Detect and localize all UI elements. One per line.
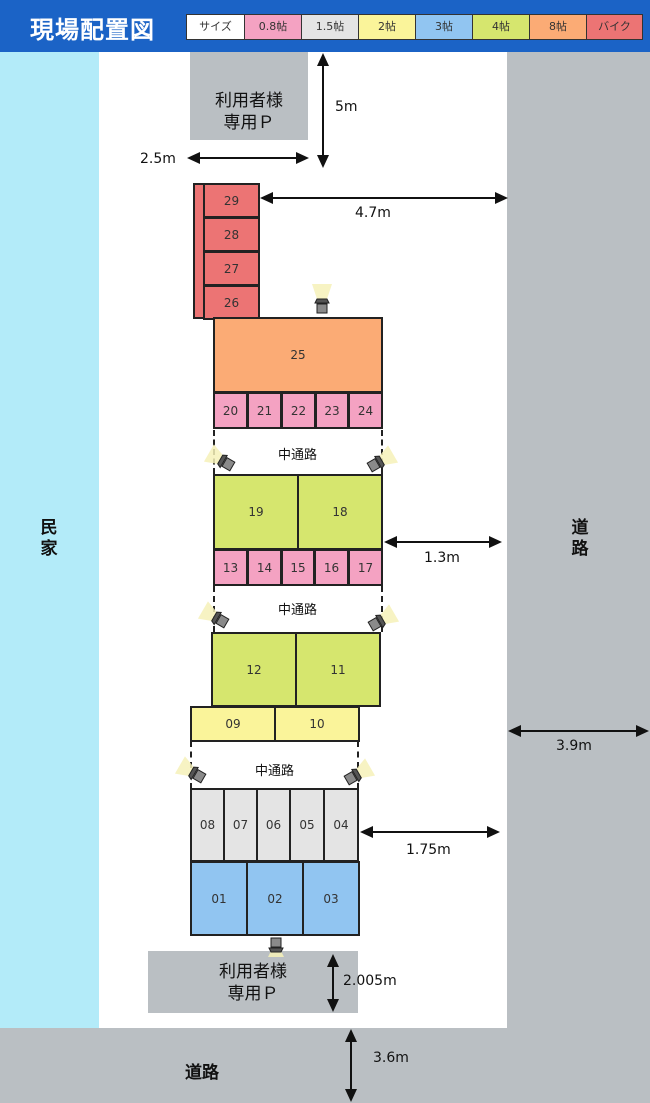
legend-item-1.5: 1.5帖 bbox=[302, 15, 359, 39]
parking-bottom-line2: 専用Ｐ bbox=[227, 984, 279, 1004]
storage-unit-20[interactable]: 20 bbox=[213, 392, 248, 429]
floodlight-icon bbox=[342, 758, 376, 788]
road-right-area: 道路 bbox=[507, 52, 650, 1028]
aisle-boundary-line bbox=[357, 741, 359, 789]
dimension-arrow-icon bbox=[360, 826, 500, 838]
dimension-arrow-icon bbox=[187, 152, 309, 164]
size-legend: サイズ 0.8帖 1.5帖 2帖 3帖 4帖 8帖 バイク bbox=[186, 14, 643, 40]
legend-item-3: 3帖 bbox=[416, 15, 473, 39]
aisle-boundary-line bbox=[381, 430, 383, 474]
storage-unit-13[interactable]: 13 bbox=[213, 549, 248, 586]
road-right-label: 道路 bbox=[571, 518, 589, 559]
parking-bottom-line1: 利用者様 bbox=[219, 962, 287, 982]
dimension-label: 4.7m bbox=[355, 205, 391, 221]
user-parking-bottom: 利用者様 専用Ｐ bbox=[148, 951, 358, 1013]
dimension-label: 1.75m bbox=[406, 842, 451, 858]
storage-unit-28[interactable]: 28 bbox=[203, 217, 260, 252]
floodlight-icon bbox=[203, 444, 237, 474]
parking-top-line1: 利用者様 bbox=[215, 91, 283, 111]
aisle-label: 中通路 bbox=[278, 603, 318, 618]
neighbor-house-area: 民家 bbox=[0, 52, 99, 1028]
storage-unit-25[interactable]: 25 bbox=[213, 317, 383, 393]
legend-item-4: 4帖 bbox=[473, 15, 530, 39]
legend-item-size: サイズ bbox=[187, 15, 245, 39]
floodlight-icon bbox=[366, 604, 400, 634]
aisle-label: 中通路 bbox=[255, 764, 295, 779]
dimension-label: 3.9m bbox=[556, 738, 592, 754]
neighbor-house-label: 民家 bbox=[40, 518, 58, 559]
aisle-boundary-line bbox=[381, 586, 383, 632]
storage-unit-03[interactable]: 03 bbox=[302, 861, 360, 936]
page-title: 現場配置図 bbox=[30, 16, 155, 44]
legend-item-0.8: 0.8帖 bbox=[245, 15, 302, 39]
storage-unit-12[interactable]: 12 bbox=[211, 632, 297, 707]
dimension-arrow-icon bbox=[327, 954, 339, 1012]
dimension-label: 2.005m bbox=[343, 973, 397, 989]
user-parking-top: 利用者様 専用Ｐ bbox=[190, 52, 308, 140]
dimension-label: 3.6m bbox=[373, 1050, 409, 1066]
dimension-arrow-icon bbox=[260, 192, 508, 204]
legend-item-8: 8帖 bbox=[530, 15, 587, 39]
floodlight-icon bbox=[312, 284, 332, 314]
parking-top-line2: 専用Ｐ bbox=[223, 113, 275, 133]
storage-unit-18[interactable]: 18 bbox=[297, 474, 383, 550]
storage-unit-02[interactable]: 02 bbox=[246, 861, 304, 936]
storage-unit-15[interactable]: 15 bbox=[281, 549, 315, 586]
dimension-label: 2.5m bbox=[140, 151, 176, 167]
storage-unit-17[interactable]: 17 bbox=[348, 549, 383, 586]
dimension-label: 5m bbox=[335, 99, 358, 115]
aisle-label: 中通路 bbox=[278, 448, 318, 463]
road-bottom-label: 道路 bbox=[185, 1063, 219, 1083]
road-bottom-area: 道路 bbox=[0, 1028, 650, 1103]
dimension-arrow-icon bbox=[345, 1029, 357, 1102]
dimension-arrow-icon bbox=[508, 725, 649, 737]
dimension-arrow-icon bbox=[317, 53, 329, 168]
floodlight-icon bbox=[197, 601, 231, 631]
storage-unit-24[interactable]: 24 bbox=[348, 392, 383, 429]
dimension-arrow-icon bbox=[384, 536, 502, 548]
legend-item-2: 2帖 bbox=[359, 15, 416, 39]
storage-unit-10[interactable]: 10 bbox=[274, 706, 360, 742]
floodlight-icon bbox=[174, 756, 208, 786]
storage-unit-07[interactable]: 07 bbox=[223, 788, 258, 862]
storage-unit-01[interactable]: 01 bbox=[190, 861, 248, 936]
storage-unit-19[interactable]: 19 bbox=[213, 474, 299, 550]
legend-item-bike: バイク bbox=[587, 15, 642, 39]
floodlight-icon bbox=[365, 445, 399, 475]
dimension-label: 1.3m bbox=[424, 550, 460, 566]
floodlight-icon bbox=[268, 937, 284, 957]
